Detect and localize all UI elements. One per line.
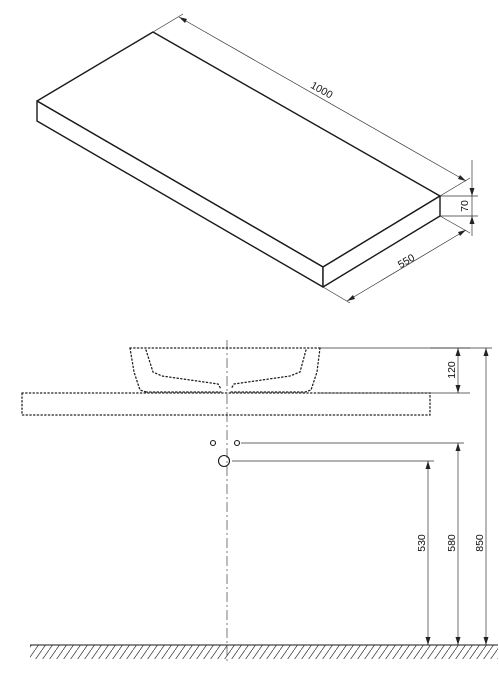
drain-point-icon [217,454,231,468]
elevation-view: 120 530 580 850 [21,340,498,662]
dimension-thickness: 70 [440,160,478,236]
dimension-drain-height-label: 530 [416,534,428,552]
dimension-basin-height: 120 [320,347,470,394]
dimension-drain-height: 530 [232,460,434,645]
basin-outline [129,347,321,393]
dimension-total-height-label: 850 [474,534,486,552]
dimension-thickness-label: 70 [459,200,471,212]
dimension-depth-label: 550 [396,252,417,271]
dimension-supply-height-label: 580 [446,534,458,552]
countertop-isometric: 1000 70 550 [36,13,478,304]
dimension-supply-height: 580 [241,442,464,645]
dimension-basin-height-label: 120 [446,361,458,379]
supply-point-icon [233,439,241,447]
floor [30,644,498,659]
water-connections [209,439,241,468]
supply-point-icon [209,439,217,447]
dimension-total-height: 850 [430,347,492,645]
countertop-slab-outline [21,392,431,416]
